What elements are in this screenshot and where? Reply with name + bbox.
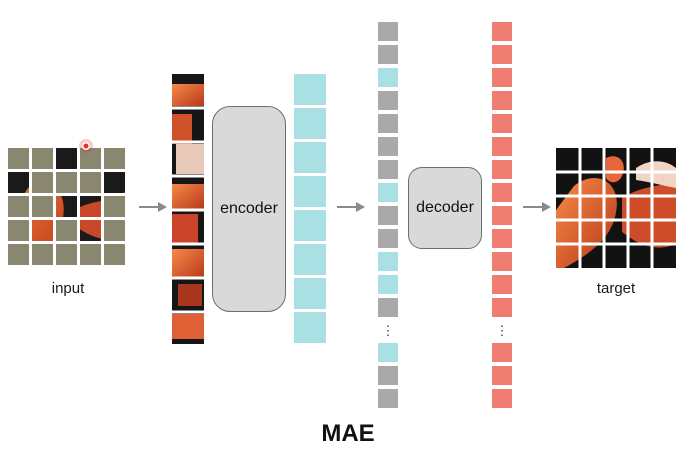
encoded-tokens-column xyxy=(294,74,326,344)
masked-patch xyxy=(29,145,56,172)
visible-patch xyxy=(5,169,32,196)
mask-token xyxy=(378,91,398,110)
masked-patch xyxy=(29,193,56,220)
masked-patch xyxy=(77,241,104,268)
masked-patch xyxy=(5,241,32,268)
visible-patch xyxy=(29,217,56,244)
encoded-token xyxy=(378,275,398,294)
reconstructed-token xyxy=(492,298,512,317)
masked-patch xyxy=(29,169,56,196)
mask-token xyxy=(378,229,398,248)
masked-patch xyxy=(5,145,32,172)
visible-patch xyxy=(101,169,128,196)
encoded-token xyxy=(294,142,326,173)
encoded-token xyxy=(294,312,326,343)
target-label: target xyxy=(596,280,636,297)
arrow-icon xyxy=(139,202,167,212)
reconstructed-token xyxy=(492,114,512,133)
reconstructed-token xyxy=(492,137,512,156)
reconstructed-token xyxy=(492,45,512,64)
visible-patch xyxy=(53,193,80,220)
input-label: input xyxy=(51,280,85,297)
mask-token xyxy=(378,114,398,133)
encoded-token xyxy=(378,68,398,87)
reconstructed-token xyxy=(492,252,512,271)
arrow-icon xyxy=(337,202,365,212)
reconstructed-token xyxy=(492,160,512,179)
mask-token xyxy=(378,389,398,408)
mask-token xyxy=(378,22,398,41)
reconstructed-token xyxy=(492,389,512,408)
masked-patch xyxy=(29,241,56,268)
encoded-token xyxy=(294,108,326,139)
mask-token xyxy=(378,45,398,64)
masked-patch xyxy=(53,169,80,196)
masked-patch xyxy=(5,193,32,220)
arrow-icon xyxy=(523,202,551,212)
decoder-label: decoder xyxy=(416,199,474,216)
target-image-grid xyxy=(556,148,676,268)
encoded-token xyxy=(378,252,398,271)
mask-token xyxy=(378,160,398,179)
mask-token xyxy=(378,298,398,317)
cursor-marker-icon xyxy=(79,139,93,153)
reconstructed-token xyxy=(492,275,512,294)
target-image-svg xyxy=(556,148,676,268)
encoded-token xyxy=(294,210,326,241)
full-token-sequence-column: ⋮ xyxy=(378,22,398,408)
encoded-token xyxy=(294,278,326,309)
masked-patch xyxy=(5,217,32,244)
reconstructed-token xyxy=(492,91,512,110)
visible-patches-svg xyxy=(172,74,204,344)
reconstructed-token xyxy=(492,366,512,385)
encoded-token xyxy=(294,176,326,207)
masked-patch xyxy=(77,169,104,196)
masked-patch xyxy=(101,193,128,220)
visible-patch xyxy=(77,217,104,244)
masked-patch xyxy=(101,217,128,244)
reconstructed-token xyxy=(492,68,512,87)
encoded-token xyxy=(294,74,326,105)
reconstructed-token xyxy=(492,343,512,362)
encoded-token xyxy=(378,343,398,362)
reconstructed-token xyxy=(492,229,512,248)
mask-token xyxy=(378,206,398,225)
visible-patch xyxy=(77,193,104,220)
ellipsis-marker: ⋮ xyxy=(381,323,395,338)
masked-patch xyxy=(53,217,80,244)
encoded-token xyxy=(294,244,326,275)
encoder-label: encoder xyxy=(220,200,278,217)
ellipsis-marker: ⋮ xyxy=(495,323,509,338)
masked-patch xyxy=(53,241,80,268)
visible-patches-column xyxy=(172,74,204,344)
encoded-token xyxy=(378,183,398,202)
input-mask-overlay xyxy=(5,145,128,268)
mask-token xyxy=(378,366,398,385)
reconstructed-token xyxy=(492,206,512,225)
diagram-title: MAE xyxy=(321,420,375,447)
encoder-block: encoder xyxy=(212,106,286,312)
reconstructed-token xyxy=(492,183,512,202)
masked-patch xyxy=(101,241,128,268)
decoder-block: decoder xyxy=(408,167,482,249)
mask-token xyxy=(378,137,398,156)
reconstructed-token xyxy=(492,22,512,41)
decoder-output-column: ⋮ xyxy=(492,22,512,408)
visible-patch xyxy=(53,145,80,172)
masked-patch xyxy=(101,145,128,172)
masked-patch xyxy=(77,145,104,172)
